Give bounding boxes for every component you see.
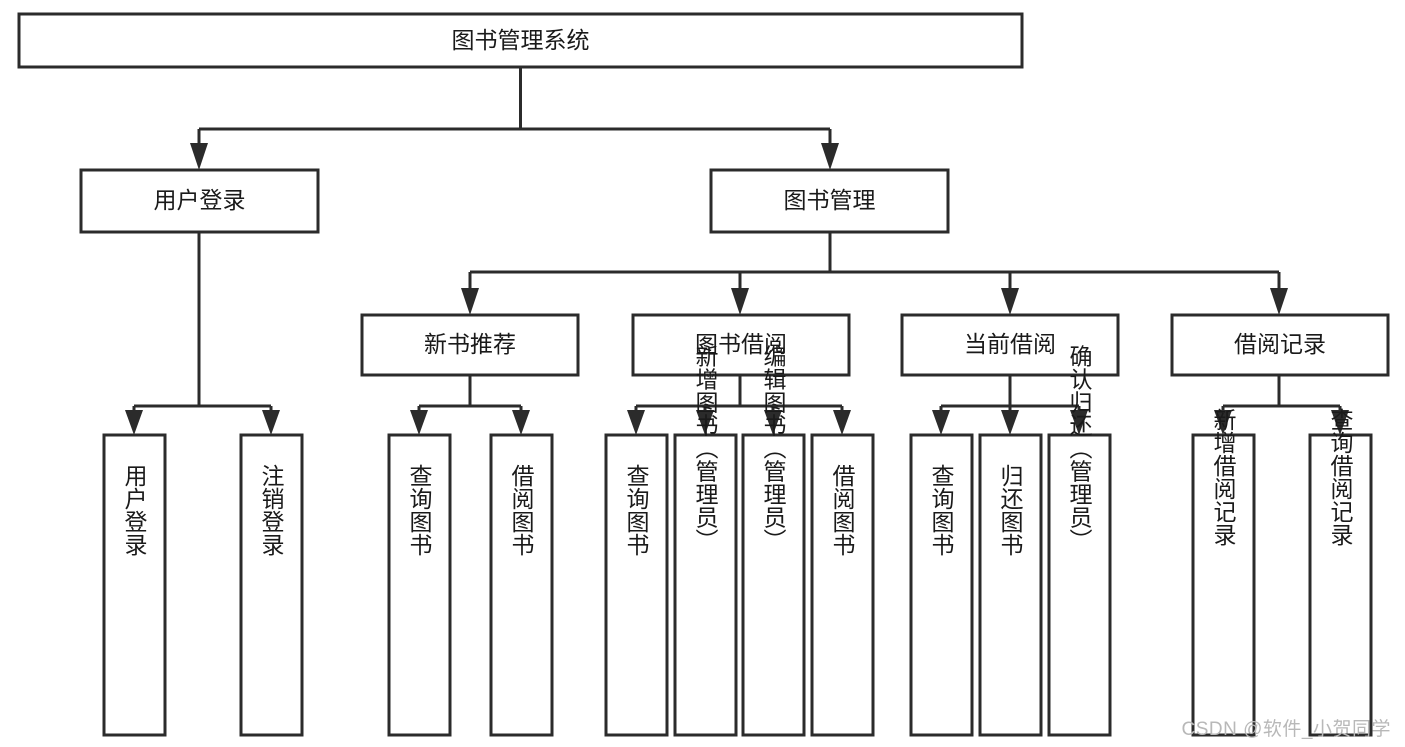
node-leaf-add-record[interactable]: 新增借阅记录	[1191, 408, 1256, 737]
arrow-user-login-to-leaf1	[125, 410, 143, 435]
node-leaf-query-book-a-box[interactable]	[387, 433, 452, 737]
node-borrow-record-label: 借阅记录	[1234, 331, 1326, 357]
arrow-bookborrow-to-leaf4	[833, 410, 851, 435]
arrow-root-to-book-manage	[821, 143, 839, 170]
node-leaf-query-record[interactable]: 查询借阅记录	[1308, 408, 1373, 737]
node-new-book-rec-label: 新书推荐	[424, 331, 516, 357]
node-root-box[interactable]	[17, 12, 1024, 69]
arrow-root-to-user-login	[190, 143, 208, 170]
node-leaf-edit-book-label: 编辑图书（管理员）	[760, 345, 787, 552]
node-book-manage-box[interactable]	[709, 168, 950, 234]
node-leaf-add-record-label: 新增借阅记录	[1210, 408, 1237, 546]
arrow-bookborrow-to-leaf1	[627, 410, 645, 435]
node-leaf-confirm-return-box[interactable]	[1047, 433, 1112, 737]
node-leaf-borrow-book-a[interactable]: 借阅图书	[489, 433, 554, 737]
node-leaf-return-book-box[interactable]	[978, 433, 1043, 737]
node-leaf-logout-label: 注销登录	[258, 464, 285, 556]
node-book-borrow-box[interactable]	[631, 313, 851, 377]
arrow-currentborrow-to-leaf2	[1001, 410, 1019, 435]
node-user-login-label: 用户登录	[154, 187, 246, 213]
node-book-manage[interactable]: 图书管理	[709, 168, 950, 234]
arrow-user-login-to-leaf2	[262, 410, 280, 435]
node-user-login-box[interactable]	[79, 168, 320, 234]
node-borrow-record[interactable]: 借阅记录	[1170, 313, 1390, 377]
node-new-book-rec[interactable]: 新书推荐	[360, 313, 580, 377]
node-leaf-edit-book-box[interactable]	[741, 433, 806, 737]
arrow-bm-to-borrowrecord	[1270, 288, 1288, 315]
node-leaf-borrow-book-a-label: 借阅图书	[508, 464, 535, 556]
node-leaf-user-login[interactable]: 用户登录	[102, 433, 167, 737]
arrow-bm-to-newbook	[461, 288, 479, 315]
node-leaf-add-record-box[interactable]	[1191, 433, 1256, 737]
arrow-newbook-to-leaf1	[410, 410, 428, 435]
arrow-borrowrecord-to-leaf2	[1331, 410, 1349, 435]
node-current-borrow-box[interactable]	[900, 313, 1120, 377]
node-leaf-borrow-book-b-box[interactable]	[810, 433, 875, 737]
node-leaf-logout-box[interactable]	[239, 433, 304, 737]
arrow-currentborrow-to-leaf3	[1070, 410, 1088, 435]
node-leaf-return-book[interactable]: 归还图书	[978, 433, 1043, 737]
node-new-book-rec-box[interactable]	[360, 313, 580, 377]
arrow-bookborrow-to-leaf3	[764, 410, 782, 435]
node-leaf-borrow-book-b[interactable]: 借阅图书	[810, 433, 875, 737]
node-book-manage-label: 图书管理	[784, 187, 876, 213]
node-leaf-user-login-box[interactable]	[102, 433, 167, 737]
arrow-bookborrow-to-leaf2	[696, 410, 714, 435]
node-leaf-add-book[interactable]: 新增图书（管理员）	[673, 345, 738, 737]
node-leaf-logout[interactable]: 注销登录	[239, 433, 304, 737]
arrow-bm-to-currentborrow	[1001, 288, 1019, 315]
node-user-login[interactable]: 用户登录	[79, 168, 320, 234]
node-leaf-query-book-b[interactable]: 查询图书	[604, 433, 669, 737]
connector-layer	[125, 67, 1349, 435]
node-leaf-query-book-c[interactable]: 查询图书	[909, 433, 974, 737]
node-leaf-user-login-label: 用户登录	[121, 464, 148, 556]
arrow-bm-to-bookborrow	[731, 288, 749, 315]
node-leaf-query-book-b-label: 查询图书	[623, 464, 650, 556]
node-leaf-confirm-return-label: 确认归还（管理员）	[1066, 345, 1093, 552]
node-leaf-query-book-c-label: 查询图书	[928, 464, 955, 556]
node-book-borrow-label: 图书借阅	[695, 331, 787, 357]
node-leaf-confirm-return[interactable]: 确认归还（管理员）	[1047, 345, 1112, 737]
node-leaf-query-book-c-box[interactable]	[909, 433, 974, 737]
node-leaf-query-book-a-label: 查询图书	[406, 464, 433, 556]
node-leaf-query-record-label: 查询借阅记录	[1327, 408, 1354, 546]
node-root[interactable]: 图书管理系统	[17, 12, 1024, 69]
node-current-borrow[interactable]: 当前借阅	[900, 313, 1120, 377]
node-leaf-query-book-a[interactable]: 查询图书	[387, 433, 452, 737]
arrow-borrowrecord-to-leaf1	[1214, 410, 1232, 435]
node-root-label: 图书管理系统	[452, 27, 590, 53]
node-leaf-add-book-label: 新增图书（管理员）	[692, 345, 719, 552]
node-leaf-return-book-label: 归还图书	[997, 464, 1024, 556]
node-leaf-query-record-box[interactable]	[1308, 433, 1373, 737]
node-leaf-borrow-book-a-box[interactable]	[489, 433, 554, 737]
node-book-borrow[interactable]: 图书借阅	[631, 313, 851, 377]
arrow-currentborrow-to-leaf1	[932, 410, 950, 435]
node-leaf-borrow-book-b-label: 借阅图书	[829, 464, 856, 556]
node-leaf-edit-book[interactable]: 编辑图书（管理员）	[741, 345, 806, 737]
node-borrow-record-box[interactable]	[1170, 313, 1390, 377]
node-leaf-add-book-box[interactable]	[673, 433, 738, 737]
node-leaf-query-book-b-box[interactable]	[604, 433, 669, 737]
arrow-newbook-to-leaf2	[512, 410, 530, 435]
node-current-borrow-label: 当前借阅	[964, 331, 1056, 357]
